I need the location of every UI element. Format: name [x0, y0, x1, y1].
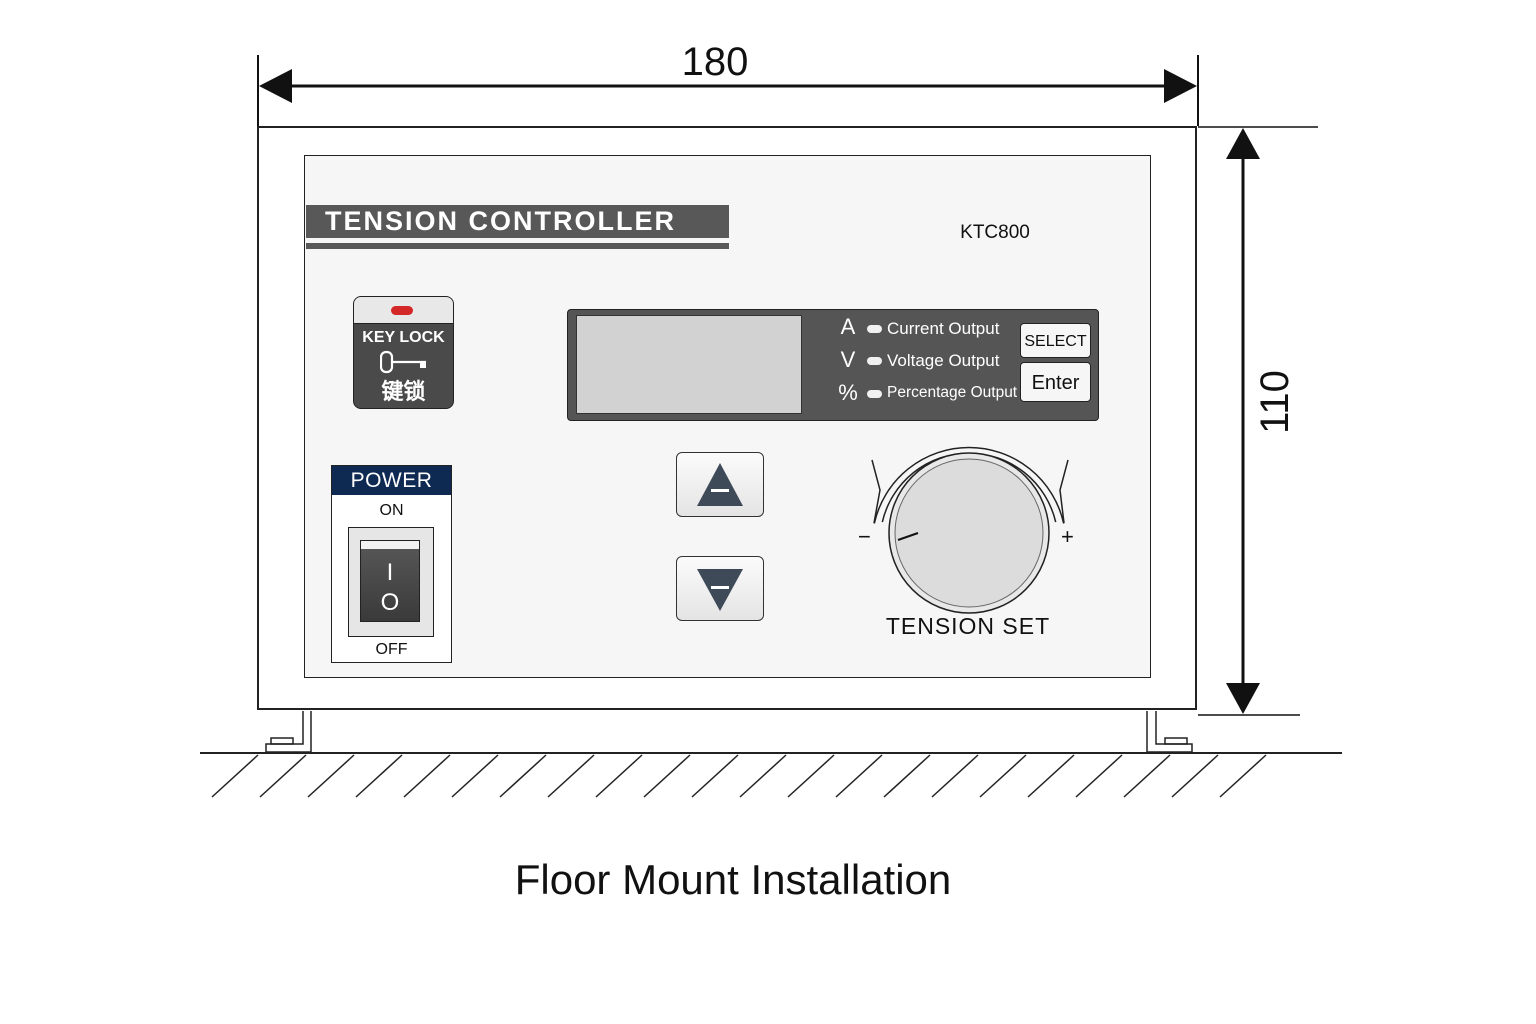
floor-hatch-line: [259, 754, 307, 798]
rocker-on-glyph: I: [386, 559, 394, 586]
key-lock-led: [391, 306, 413, 315]
key-lock-label: KEY LOCK: [362, 329, 445, 346]
floor-hatch-line: [547, 754, 595, 798]
power-header: POWER: [332, 466, 451, 495]
power-rocker-switch[interactable]: I O: [360, 540, 420, 622]
knob-minus-label: −: [858, 524, 871, 549]
key-icon: [380, 350, 426, 374]
floor-hatch-line: [1219, 754, 1267, 798]
floor-hatch-line: [1075, 754, 1123, 798]
controller-title: TENSION CONTROLLER: [325, 206, 676, 236]
key-lock-button[interactable]: KEY LOCK 键锁: [353, 296, 454, 409]
power-on-label: ON: [379, 502, 404, 519]
unit-volts: V: [840, 347, 856, 372]
lcd-screen: [576, 315, 802, 414]
floor-hatch-line: [883, 754, 931, 798]
up-button[interactable]: [676, 452, 764, 517]
power-rocker-frame: I O: [348, 527, 434, 637]
floor-hatch-line: [1171, 754, 1219, 798]
power-off-label: OFF: [375, 641, 408, 658]
width-dimension-label: 180: [681, 40, 749, 84]
indicator-led-percentage: [867, 390, 882, 398]
controller-title-bar: TENSION CONTROLLER: [306, 205, 729, 238]
tension-set-knob[interactable]: [895, 459, 1043, 607]
floor-hatch-line: [1027, 754, 1075, 798]
indicator-label-percentage: Percentage Output: [887, 384, 1018, 401]
key-lock-label-cn: 键锁: [381, 379, 426, 404]
unit-amps: A: [840, 314, 856, 339]
floor-hatch-line: [787, 754, 835, 798]
enter-button[interactable]: Enter: [1020, 362, 1091, 402]
indicator-label-current: Current Output: [887, 319, 1000, 338]
down-button[interactable]: [676, 556, 764, 621]
mounting-foot-left: [265, 711, 312, 753]
indicator-led-current: [867, 325, 882, 333]
indicator-label-voltage: Voltage Output: [887, 351, 1000, 370]
indicator-led-voltage: [867, 357, 882, 365]
model-number: KTC800: [960, 222, 1030, 243]
rocker-off-glyph: O: [380, 589, 400, 616]
select-button[interactable]: SELECT: [1020, 323, 1091, 358]
diagram-caption: Floor Mount Installation: [514, 856, 952, 903]
floor-hatch-line: [451, 754, 499, 798]
unit-percent: %: [838, 380, 858, 405]
floor-hatch-line: [355, 754, 403, 798]
up-arrow-icon: [696, 462, 743, 506]
floor-hatch-line: [403, 754, 451, 798]
floor-hatch-line: [211, 754, 259, 798]
floor-hatch-line: [739, 754, 787, 798]
floor-hatch-line: [979, 754, 1027, 798]
down-arrow-icon: [696, 568, 743, 611]
knob-plus-label: +: [1061, 524, 1074, 549]
floor-hatch-line: [595, 754, 643, 798]
floor-hatch-line: [499, 754, 547, 798]
key-lock-led-housing: [354, 297, 453, 324]
floor-hatch-line: [1123, 754, 1171, 798]
title-underline: [306, 243, 729, 249]
mounting-foot-right: [1146, 711, 1193, 753]
floor-hatch-line: [307, 754, 355, 798]
knob-pointer: [897, 532, 919, 541]
floor-hatch-line: [643, 754, 691, 798]
floor-hatch-line: [691, 754, 739, 798]
floor-hatch-line: [835, 754, 883, 798]
tension-set-label: TENSION SET: [885, 613, 1051, 639]
power-switch-panel: POWER ON I O OFF: [331, 465, 452, 663]
floor-hatch-line: [931, 754, 979, 798]
